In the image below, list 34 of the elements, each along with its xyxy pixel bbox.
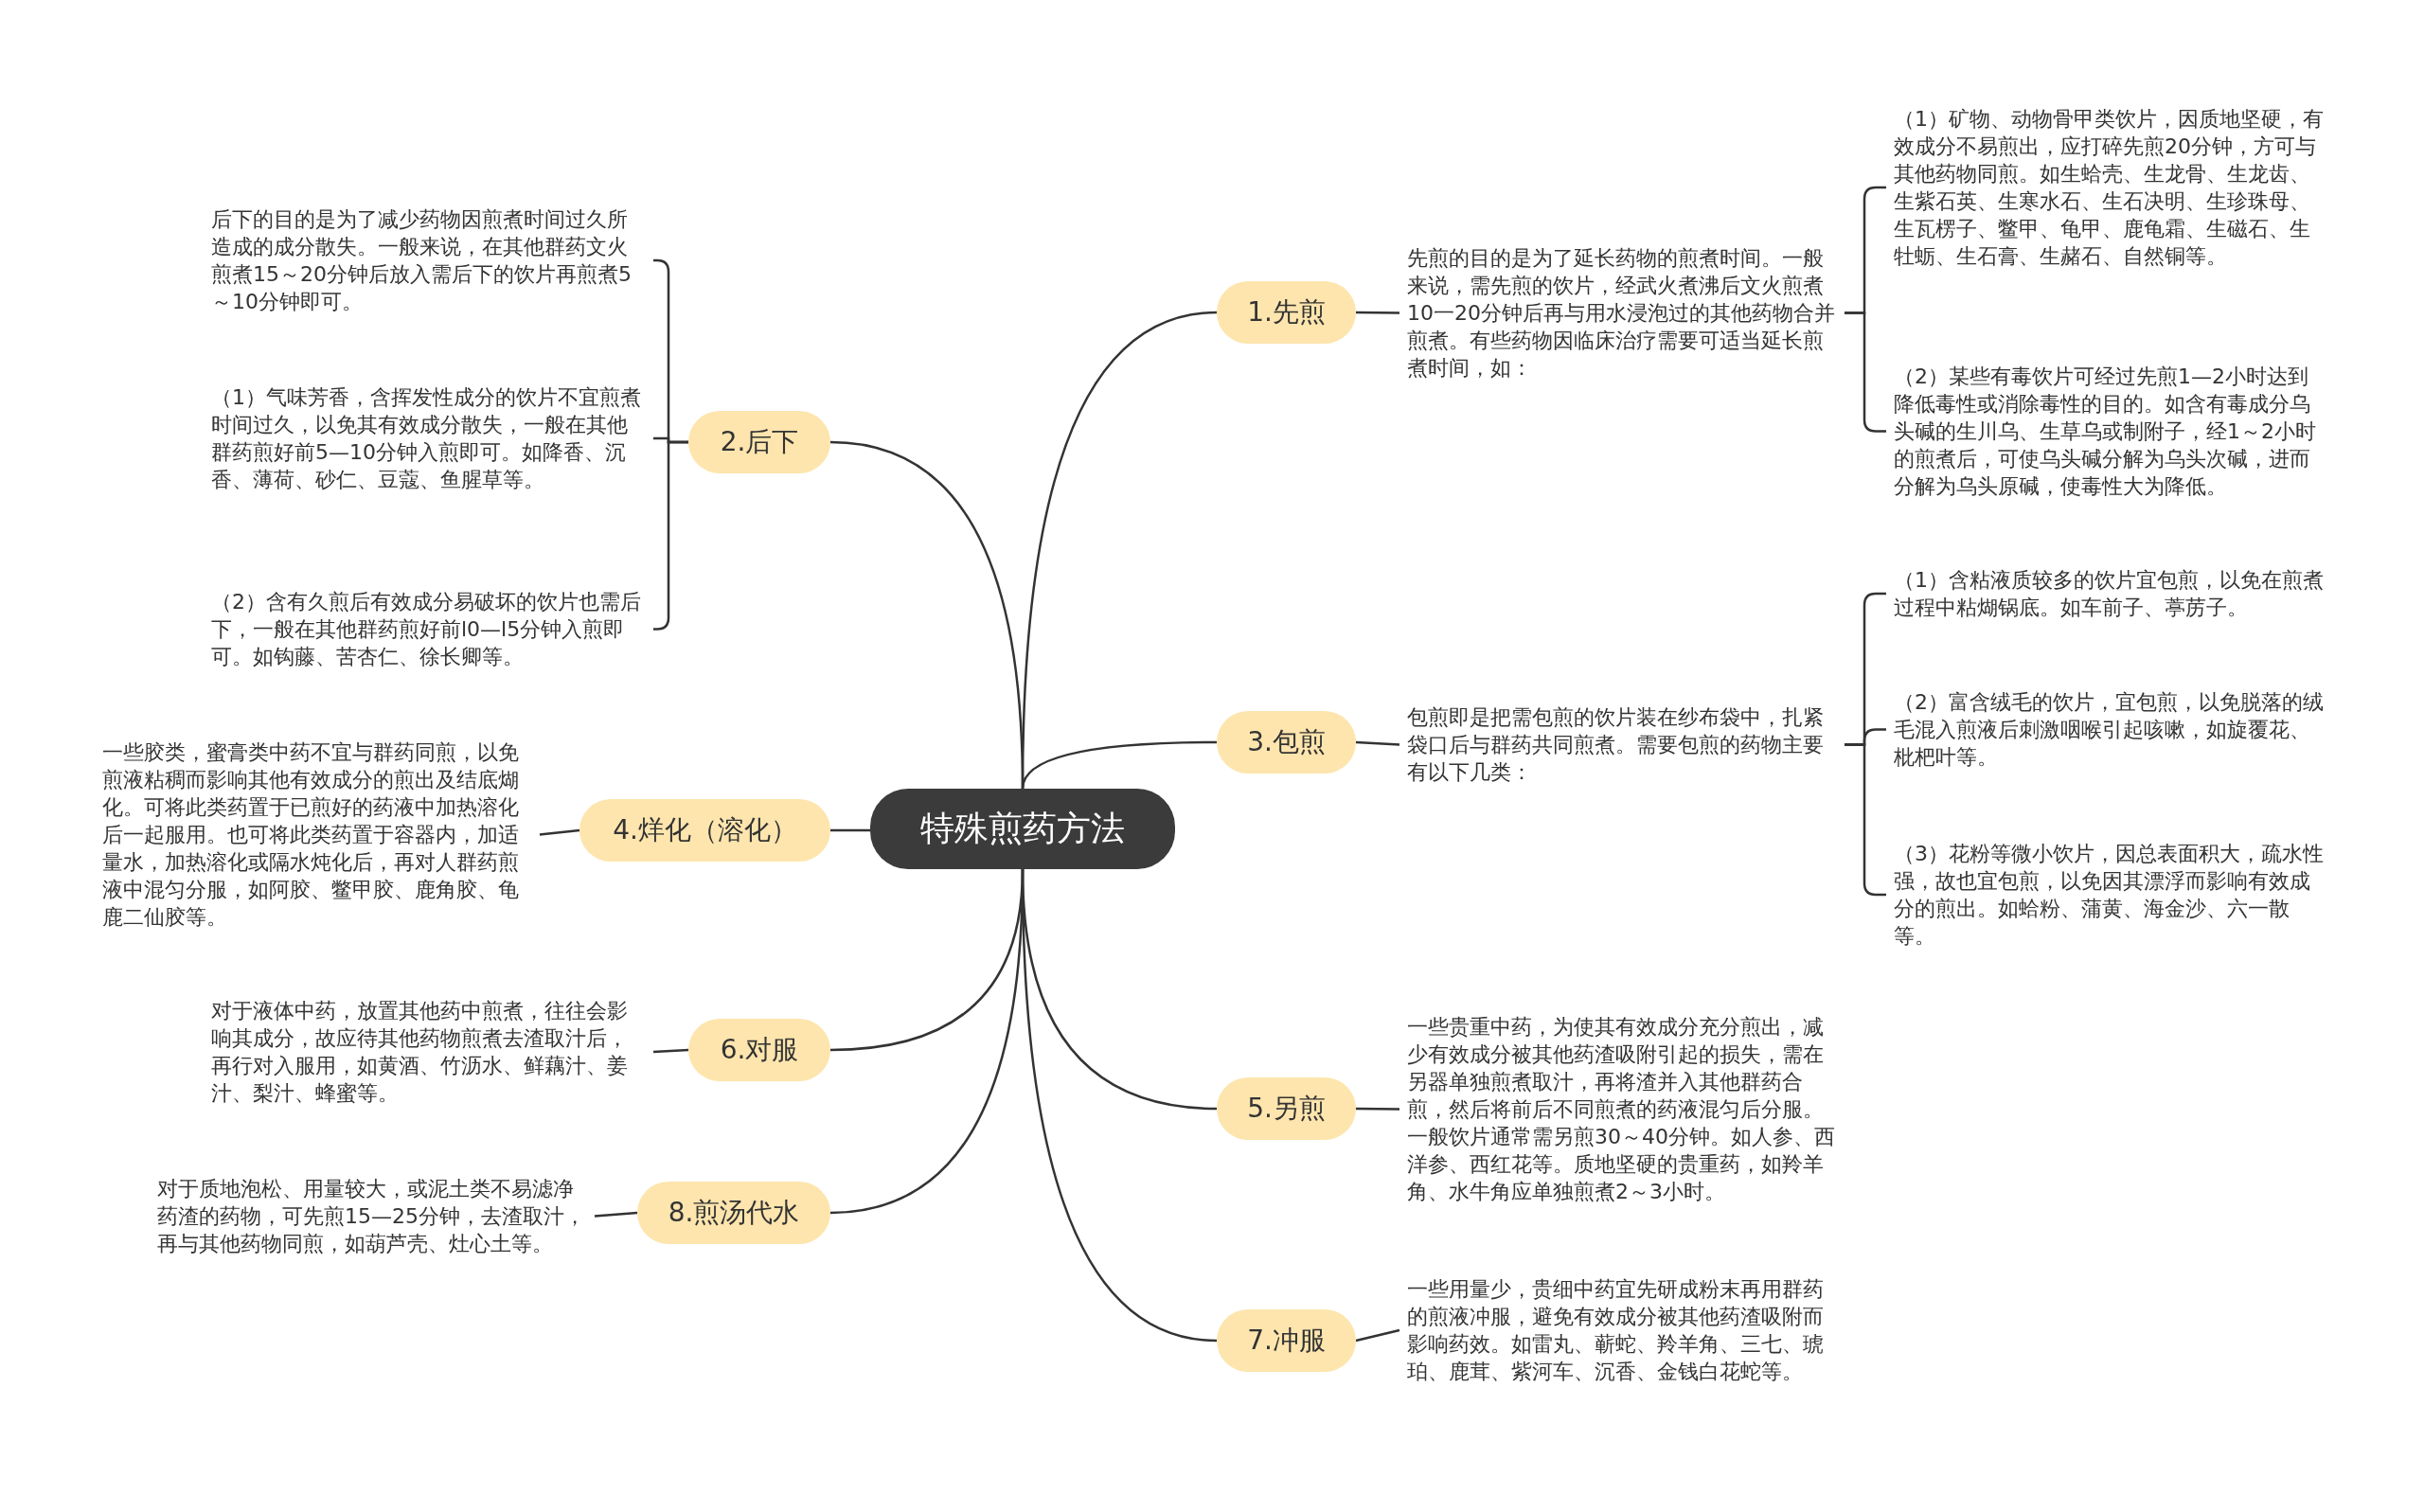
topic-pill: 1.先煎	[1217, 281, 1356, 344]
connector-line	[594, 1211, 638, 1218]
connector-line	[829, 868, 1025, 1215]
connector-line	[1355, 740, 1400, 746]
connector-line	[1021, 740, 1217, 790]
topic-pill: 5.另煎	[1217, 1077, 1356, 1140]
connector-line	[652, 1048, 689, 1054]
topic-pill: 4.烊化（溶化）	[579, 799, 830, 862]
note-text: （2）含有久煎后有效成分易破坏的饮片也需后下，一般在其他群药煎好前l0—l5分钟入煎即可。如钩藤、苦杏仁、徐长卿等。	[204, 585, 653, 673]
note-text: 对于质地泡松、用量较大，或泥土类不易滤净药渣的药物，可先煎15—25分钟，去渣取汁，再与其他药物同煎，如葫芦壳、灶心土等。	[150, 1172, 595, 1260]
connector-line	[539, 828, 580, 836]
note-text: 一些贵重中药，为使其有效成分充分煎出，减少有效成分被其他药渣吸附引起的损失，需在另器单独煎煮取汁，再将渣并入其他群药合煎，然后将前后不同煎煮的药液混匀后分服。一般饮片通常需另煎30～40分钟。如人参、西洋参、西红花等。质地坚硬的贵重药，如羚羊角、水牛角应单独煎煮2～3小时。	[1399, 1010, 1845, 1208]
note-text: （2）富含绒毛的饮片，宜包煎，以免脱落的绒毛混入煎液后刺激咽喉引起咳嗽，如旋覆花、枇杷叶等。	[1886, 685, 2331, 774]
note-text: 后下的目的是为了减少药物因煎煮时间过久所造成的成分散失。一般来说，在其他群药文火煎煮15～20分钟后放入需后下的饮片再煎煮5～10分钟即可。	[204, 203, 653, 318]
note-text: （2）某些有毒饮片可经过先煎1—2小时达到降低毒性或消除毒性的目的。如含有毒成分乌头碱的生川乌、生草乌或制附子，经1～2小时的煎煮后，可使乌头碱分解为乌头次碱，进而分解为乌头原碱，使毒性大为降低。	[1886, 360, 2331, 503]
connector-line	[1356, 1107, 1399, 1111]
note-text: 对于液体中药，放置其他药中煎煮，往往会影响其成分，故应待其他药物煎煮去渣取汁后，再行对入服用，如黄酒、竹沥水、鲜藕汁、姜汁、梨汁、蜂蜜等。	[204, 994, 653, 1110]
connector-line	[830, 828, 870, 832]
note-text: 一些胶类，蜜膏类中药不宜与群药同煎，以免煎液粘稠而影响其他有效成分的煎出及结底煳化。可将此类药置于已煎好的药液中加热溶化后一起服用。也可将此类药置于容器内，加适量水，加热溶化或隔水炖化后，再对人群药煎液中混匀分服，如阿胶、鳖甲胶、鹿角胶、龟鹿二仙胶等。	[95, 736, 540, 934]
note-text: （1）气味芳香，含挥发性成分的饮片不宜煎煮时间过久，以免其有效成分散失，一般在其他群药煎好前5—10分钟入煎即可。如降香、沉香、薄荷、砂仁、豆蔻、鱼腥草等。	[204, 381, 653, 496]
topic-pill: 3.包煎	[1217, 711, 1356, 774]
note-text: （1）矿物、动物骨甲类饮片，因质地坚硬，有效成分不易煎出，应打碎先煎20分钟，方可与其他药物同煎。如生蛤壳、生龙骨、生龙齿、生紫石英、生寒水石、生石决明、生珍珠母、生瓦楞子、鳖甲、龟甲、鹿龟霜、生磁石、生牡蛎、生石膏、生赭石、自然铜等。	[1886, 102, 2331, 273]
connector-line	[1355, 1328, 1400, 1343]
note-text: （1）含粘液质较多的饮片宜包煎，以免在煎煮过程中粘煳锅底。如车前子、葶苈子。	[1886, 563, 2331, 624]
topic-pill: 2.后下	[688, 411, 830, 473]
connector-line	[1356, 311, 1399, 314]
note-text: 包煎即是把需包煎的饮片装在纱布袋中，扎紧袋口后与群药共同煎煮。需要包煎的药物主要有以下几类：	[1399, 701, 1845, 789]
central-topic: 特殊煎药方法	[870, 789, 1175, 869]
topic-pill: 6.对服	[688, 1019, 830, 1081]
note-text: 先煎的目的是为了延长药物的煎煮时间。一般来说，需先煎的饮片，经武火煮沸后文火煎煮10一20分钟后再与用水浸泡过的其他药物合并煎煮。有些药物因临床治疗需要可适当延长煎煮时间，如：	[1399, 241, 1845, 384]
note-text: （3）花粉等微小饮片，因总表面积大，疏水性强，故也宜包煎，以免因其漂浮而影响有效成分的煎出。如蛤粉、蒲黄、海金沙、六一散等。	[1886, 837, 2331, 952]
topic-pill: 8.煎汤代水	[637, 1182, 830, 1244]
topic-pill: 7.冲服	[1217, 1309, 1356, 1372]
note-text: 一些用量少，贵细中药宜先研成粉末再用群药的煎液冲服，避免有效成分被其他药渣吸附而影响药效。如雷丸、蕲蛇、羚羊角、三七、琥珀、鹿茸、紫河车、沉香、金钱白花蛇等。	[1399, 1272, 1845, 1388]
